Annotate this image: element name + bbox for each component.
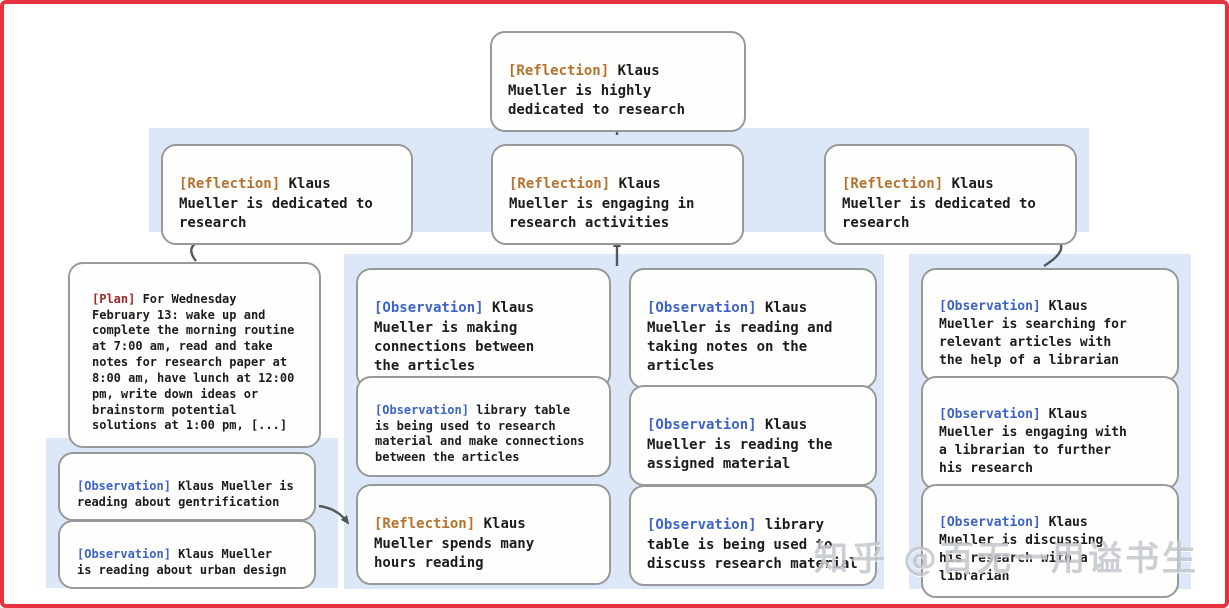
observation-tag: [Observation] bbox=[939, 298, 1041, 314]
reflection-tag: [Reflection] bbox=[842, 176, 944, 193]
node-reflection-spends-hours-reading: [Reflection] Klaus Mueller spends many h… bbox=[356, 484, 611, 586]
observation-tag: [Observation] bbox=[939, 406, 1041, 422]
node-text: Klaus Mueller is reading about urban des… bbox=[77, 546, 287, 577]
node-text: Klaus Mueller is reading about gentrific… bbox=[77, 478, 294, 509]
node-text: Klaus Mueller is engaging with a librari… bbox=[939, 406, 1127, 476]
node-text: Klaus Mueller is searching for relevant … bbox=[939, 298, 1127, 368]
node-text: Klaus Mueller is making connections betw… bbox=[374, 300, 535, 375]
observation-tag: [Observation] bbox=[77, 478, 171, 493]
node-text: Klaus Mueller is reading the assigned ma… bbox=[647, 417, 833, 472]
observation-tag: [Observation] bbox=[647, 417, 757, 434]
node-observation-taking-notes: [Observation] Klaus Mueller is reading a… bbox=[629, 268, 877, 389]
observation-tag: [Observation] bbox=[939, 514, 1041, 530]
node-text: Klaus Mueller is dedicated to research bbox=[842, 176, 1036, 231]
node-observation-assigned-material: [Observation] Klaus Mueller is reading t… bbox=[629, 385, 877, 487]
node-text: For Wednesday February 13: wake up and c… bbox=[92, 291, 295, 433]
node-text: Klaus Mueller is engaging in research ac… bbox=[509, 176, 695, 231]
node-observation-library-table-discuss: [Observation] library table is being use… bbox=[629, 485, 877, 587]
node-observation-gentrification: [Observation] Klaus Mueller is reading a… bbox=[58, 452, 316, 522]
node-plan: [Plan] For Wednesday February 13: wake u… bbox=[68, 262, 321, 449]
node-reflection-middle: [Reflection] Klaus Mueller is engaging i… bbox=[491, 144, 744, 246]
node-observation-discussing-research: [Observation] Klaus Mueller is discussin… bbox=[921, 484, 1179, 598]
node-text: Klaus Mueller is dedicated to research bbox=[179, 176, 373, 231]
reflection-tag: [Reflection] bbox=[509, 176, 611, 193]
observation-tag: [Observation] bbox=[647, 300, 757, 317]
node-text: library table is being used to discuss r… bbox=[647, 517, 858, 572]
node-text: Klaus Mueller is highly dedicated to res… bbox=[508, 63, 686, 118]
observation-tag: [Observation] bbox=[77, 546, 171, 561]
observation-tag: [Observation] bbox=[647, 517, 757, 534]
node-observation-engaging-librarian: [Observation] Klaus Mueller is engaging … bbox=[921, 376, 1179, 490]
node-observation-library-table-research: [Observation] library table is being use… bbox=[356, 376, 611, 478]
node-observation-searching-articles: [Observation] Klaus Mueller is searching… bbox=[921, 268, 1179, 382]
node-reflection-left: [Reflection] Klaus Mueller is dedicated … bbox=[161, 144, 413, 246]
node-text: Klaus Mueller spends many hours reading bbox=[374, 516, 535, 571]
reflection-tag: [Reflection] bbox=[374, 516, 476, 533]
node-observation-urban-design: [Observation] Klaus Mueller is reading a… bbox=[58, 520, 316, 590]
node-reflection-root: [Reflection] Klaus Mueller is highly ded… bbox=[490, 31, 746, 133]
zhihu-watermark: 知乎 @百无一用谥书生 bbox=[814, 539, 1199, 579]
reflection-tag: [Reflection] bbox=[179, 176, 281, 193]
plan-tag: [Plan] bbox=[92, 291, 136, 306]
node-text: Klaus Mueller is reading and taking note… bbox=[647, 300, 833, 375]
node-reflection-right: [Reflection] Klaus Mueller is dedicated … bbox=[824, 144, 1077, 246]
reflection-tag: [Reflection] bbox=[508, 63, 610, 80]
observation-tag: [Observation] bbox=[374, 300, 484, 317]
node-text: Klaus Mueller is discussing his research… bbox=[939, 514, 1104, 584]
observation-tag: [Observation] bbox=[375, 402, 469, 417]
node-observation-making-connections: [Observation] Klaus Mueller is making co… bbox=[356, 268, 611, 389]
node-text: library table is being used to research … bbox=[375, 402, 585, 465]
